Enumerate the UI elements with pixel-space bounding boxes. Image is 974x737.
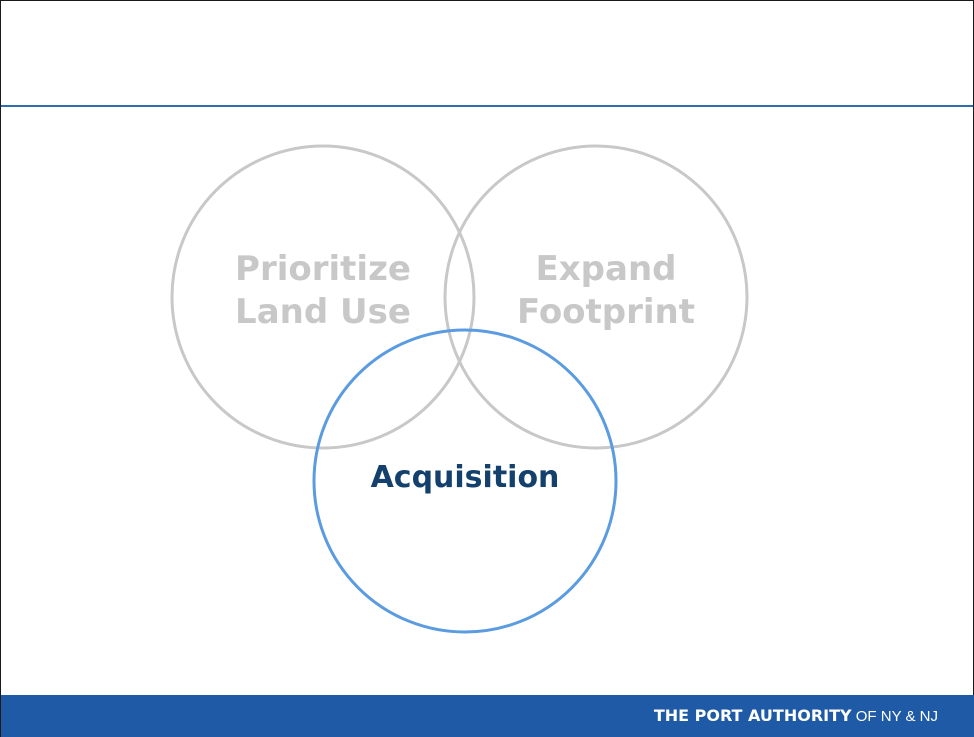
label-acquisition: Acquisition xyxy=(315,459,615,497)
logo-brand-bold: THE PORT AUTHORITY xyxy=(653,706,852,725)
label-expand: Expand Footprint xyxy=(456,248,756,333)
venn-circle-acquisition xyxy=(312,328,618,634)
label-expand-line2: Footprint xyxy=(516,291,696,332)
footer-bar: THE PORT AUTHORITY OF NY & NJ xyxy=(1,695,974,737)
label-prioritize-line2: Land Use xyxy=(235,291,411,332)
label-acquisition-line1: Acquisition xyxy=(370,460,560,495)
title-underline xyxy=(1,105,973,107)
label-prioritize-line1: Prioritize xyxy=(235,249,411,289)
port-authority-logo: THE PORT AUTHORITY OF NY & NJ xyxy=(654,706,938,726)
label-expand-line1: Expand xyxy=(535,249,677,289)
label-prioritize: Prioritize Land Use xyxy=(173,248,473,333)
venn-circle-prioritize xyxy=(170,144,476,450)
logo-brand-light: OF NY & NJ xyxy=(851,708,938,725)
venn-circle-expand xyxy=(443,144,749,450)
